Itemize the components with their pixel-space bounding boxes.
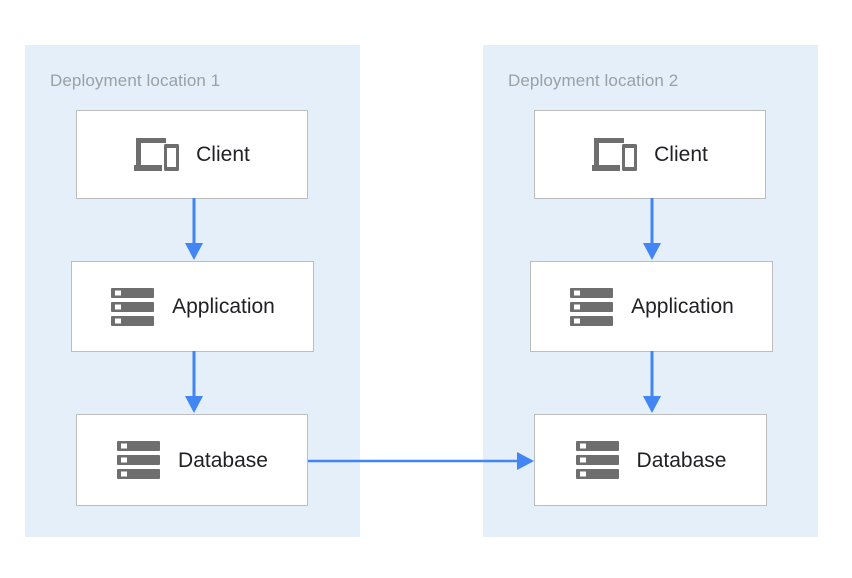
- node-database-2-label: Database: [636, 448, 727, 472]
- server-icon: [575, 441, 619, 479]
- edge-client1-to-application1: [180, 198, 208, 262]
- server-icon: [117, 441, 161, 479]
- node-application-2[interactable]: Application: [530, 261, 773, 352]
- node-client-1-content: Client: [134, 134, 250, 176]
- node-client-2[interactable]: Client: [534, 110, 766, 199]
- edge-application1-to-database1: [180, 351, 208, 415]
- deployment-zone-2-label: Deployment location 2: [508, 71, 679, 90]
- node-application-1-content: Application: [110, 286, 275, 328]
- node-application-2-content: Application: [569, 286, 734, 328]
- node-database-2[interactable]: Database: [534, 414, 767, 506]
- node-application-2-label: Application: [631, 295, 734, 318]
- node-database-1[interactable]: Database: [76, 414, 308, 506]
- node-client-1[interactable]: Client: [76, 110, 308, 199]
- node-database-1-content: Database: [116, 439, 268, 481]
- deployment-zone-1-label: Deployment location 1: [50, 71, 221, 90]
- node-application-1-label: Application: [172, 295, 275, 318]
- node-client-2-content: Client: [592, 134, 708, 176]
- node-database-2-content: Database: [575, 439, 727, 481]
- edge-client2-to-application2: [638, 198, 666, 262]
- node-application-1[interactable]: Application: [71, 261, 314, 352]
- edge-database1-to-database2: [308, 447, 536, 475]
- node-client-2-label: Client: [654, 143, 708, 166]
- devices-icon: [592, 137, 638, 171]
- devices-icon: [134, 137, 180, 171]
- node-database-1-label: Database: [178, 448, 268, 472]
- node-client-1-label: Client: [196, 143, 250, 166]
- edge-application2-to-database2: [638, 351, 666, 415]
- server-icon: [111, 287, 155, 326]
- server-icon: [570, 287, 614, 326]
